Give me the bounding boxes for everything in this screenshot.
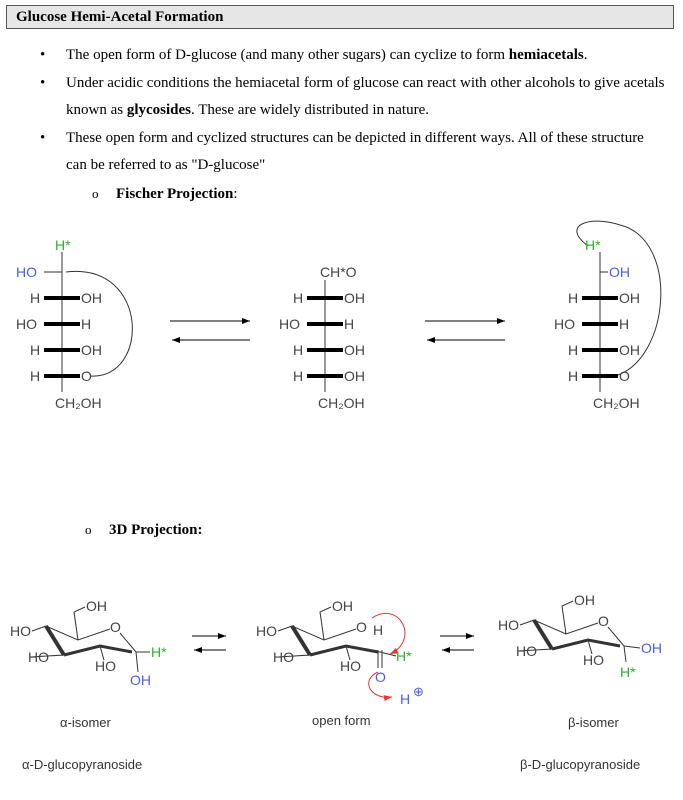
oh-label: OH	[344, 290, 365, 306]
h-star-label: H*	[55, 237, 71, 253]
ho-label: HO	[583, 652, 604, 668]
oh-label: OH	[130, 672, 151, 688]
colon: :	[233, 186, 238, 202]
o-label: O	[81, 368, 92, 384]
h-label: H	[568, 290, 578, 306]
ch2oh-label: CH₂OH	[593, 395, 640, 411]
ho-label: HO	[279, 316, 300, 332]
fischer-wedges	[44, 296, 618, 378]
oh-label: OH	[619, 342, 640, 358]
h-label: H	[30, 368, 40, 384]
h-label: H	[293, 368, 303, 384]
alpha-glucopyranoside-label: α-D-glucopyranoside	[22, 757, 142, 772]
oh-label: OH	[574, 592, 595, 608]
h-star-label: H*	[151, 644, 167, 660]
ho-label: HO	[95, 658, 116, 674]
h-label: H	[344, 316, 354, 332]
ho-label: HO	[273, 649, 294, 665]
oh-label: OH	[81, 290, 102, 306]
h-label: H	[373, 622, 383, 638]
h-label: H	[30, 342, 40, 358]
section-header: Glucose Hemi-Acetal Formation	[6, 5, 674, 29]
bullet-text: These open form and cyclized structures …	[66, 130, 644, 173]
carbonyl-o-label: O	[375, 669, 386, 685]
oh-label: OH	[344, 368, 365, 384]
bold-term: glycosides	[126, 102, 191, 118]
beta-isomer-label: β-isomer	[568, 715, 619, 730]
aldehyde-label: CH*O	[320, 264, 357, 280]
ho-label: HO	[516, 643, 537, 659]
oh-label: OH	[81, 342, 102, 358]
bullet-item: Under acidic conditions the hemiacetal f…	[40, 70, 665, 124]
beta-glucopyranoside-label: β-D-glucopyranoside	[520, 757, 640, 772]
electron-push-arrows	[368, 612, 406, 702]
open-form-structure	[277, 606, 397, 668]
bold-term: hemiacetals	[508, 47, 584, 63]
bullet-item: These open form and cyclized structures …	[40, 125, 665, 179]
ring-o-label: O	[598, 613, 609, 629]
alpha-isomer-label: α-isomer	[60, 715, 112, 730]
3d-heading: 3D Projection:	[109, 522, 203, 538]
h-label: H	[293, 342, 303, 358]
fischer-heading: Fischer Projection	[116, 186, 234, 202]
beta-ring	[517, 600, 641, 663]
plus-charge-icon: ⊕	[413, 684, 424, 699]
ho-label: HO	[554, 316, 575, 332]
alpha-ring	[29, 606, 150, 673]
oh-label: OH	[86, 598, 107, 614]
ring-o-label: O	[110, 619, 121, 635]
bullet-text: .	[583, 47, 588, 63]
o-label: O	[619, 368, 630, 384]
ho-label: HO	[10, 623, 31, 639]
ho-label: HO	[16, 316, 37, 332]
bullet-text: . These are widely distributed in nature…	[191, 102, 429, 118]
proton-label: H	[400, 691, 410, 707]
equilibrium-arrows	[170, 318, 505, 653]
h-label: H	[568, 342, 578, 358]
h-label: H	[81, 316, 91, 332]
o-label: O	[356, 619, 367, 635]
oh-label: OH	[344, 342, 365, 358]
ho-label: HO	[16, 264, 37, 280]
oh-label: OH	[609, 264, 630, 280]
oh-label: OH	[332, 598, 353, 614]
h-label: H	[293, 290, 303, 306]
ho-label: HO	[498, 617, 519, 633]
bullet-list: The open form of D-glucose (and many oth…	[40, 42, 665, 180]
h-star-label: H*	[620, 664, 636, 680]
bullet-text: The open form of D-glucose (and many oth…	[66, 47, 509, 63]
oh-label: OH	[619, 290, 640, 306]
ch2oh-label: CH₂OH	[55, 395, 102, 411]
h-label: H	[619, 316, 629, 332]
ch2oh-label: CH₂OH	[318, 395, 365, 411]
h-star-label: H*	[396, 648, 412, 664]
h-label: H	[30, 290, 40, 306]
open-form-label: open form	[312, 713, 371, 728]
h-label: H	[568, 368, 578, 384]
h-star-label: H*	[585, 237, 601, 253]
bullet-text: Under acidic conditions the hemiacetal f…	[66, 75, 665, 118]
ho-label: HO	[28, 649, 49, 665]
ho-label: HO	[256, 623, 277, 639]
oh-label: OH	[641, 640, 662, 656]
ho-label: HO	[340, 658, 361, 674]
bullet-item: The open form of D-glucose (and many oth…	[40, 42, 665, 69]
fischer-lines	[44, 220, 662, 392]
